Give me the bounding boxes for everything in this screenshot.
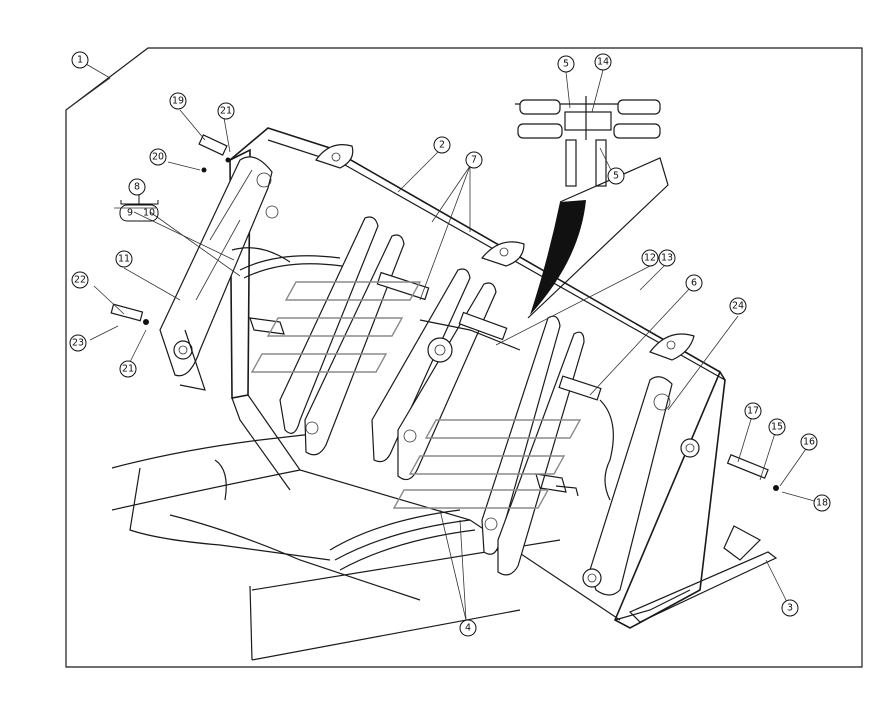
callout-label: 5 [613, 171, 619, 182]
callout-circle [658, 249, 676, 267]
callout-c1: 1 [71, 51, 89, 69]
callout-circle [465, 151, 483, 169]
callout-c8: 8 [128, 178, 146, 196]
callout-c12: 12 [641, 249, 659, 267]
callout-circle [119, 360, 137, 378]
loader-arms [111, 431, 561, 661]
callout-label: 24 [732, 301, 744, 312]
callout-circle [71, 51, 89, 69]
callout-c24: 24 [729, 297, 747, 315]
callout-c10: 10 [143, 208, 155, 219]
callout-label: 16 [803, 437, 815, 448]
callout-circle [459, 619, 477, 637]
left-bracket [159, 156, 291, 391]
callout-circle [433, 136, 451, 154]
callout-label: 4 [465, 623, 471, 634]
callout-label: 21 [122, 364, 134, 375]
group-bracket [120, 195, 159, 205]
callout-c9: 9 [127, 208, 133, 219]
callout-label: 15 [771, 422, 783, 433]
callout-label: 21 [220, 106, 232, 117]
callout-circle [71, 271, 89, 289]
callout-c22: 22 [71, 271, 89, 289]
callout-label: 22 [74, 275, 86, 286]
callout-circle [115, 250, 133, 268]
callout-circle [217, 102, 235, 120]
callout-c16: 16 [800, 433, 818, 451]
callout-c5a: 5 [557, 55, 575, 73]
callout-c18: 18 [813, 494, 831, 512]
callout-label: 6 [691, 278, 697, 289]
callout-label: 14 [597, 57, 609, 68]
tube-3 [628, 525, 778, 623]
callout-c6: 6 [685, 274, 703, 292]
callout-c7: 7 [465, 151, 483, 169]
callout-label: 7 [471, 155, 477, 166]
callout-circle [768, 418, 786, 436]
callout-c5b: 5 [607, 167, 625, 185]
callout-circle [781, 599, 799, 617]
callout-label: 18 [816, 498, 828, 509]
callout-circle [557, 55, 575, 73]
wedge-indicator [530, 200, 586, 315]
callout-label: 3 [787, 603, 793, 614]
bucket-body [229, 127, 726, 629]
callout-pair-box [119, 204, 159, 222]
callout-circle [813, 494, 831, 512]
callout-c15: 15 [768, 418, 786, 436]
callout-c23: 23 [69, 334, 87, 352]
callout-label: 23 [72, 338, 84, 349]
callout-circle [128, 178, 146, 196]
callout-label: 11 [118, 254, 130, 265]
callout-c4: 4 [459, 619, 477, 637]
callout-c21a: 21 [217, 102, 235, 120]
callout-c3: 3 [781, 599, 799, 617]
callout-c17: 17 [744, 402, 762, 420]
callout-circle [169, 92, 187, 110]
callout-circle [69, 334, 87, 352]
callout-c14: 14 [594, 53, 612, 71]
callout-c13: 13 [658, 249, 676, 267]
leader-lines [65, 63, 819, 621]
callout-label: 1 [77, 55, 83, 66]
callout-circle [800, 433, 818, 451]
callout-c2: 2 [433, 136, 451, 154]
detail-inset [515, 96, 661, 187]
callout-circle [594, 53, 612, 71]
hardware [110, 134, 779, 491]
diagram-frame [65, 47, 863, 668]
callout-label: 12 [644, 253, 656, 264]
callout-label: 10 [143, 208, 155, 219]
callout-c20: 20 [149, 148, 167, 166]
callout-circle [744, 402, 762, 420]
right-cylinder [582, 376, 700, 596]
callout-label: 5 [563, 59, 569, 70]
callout-circle [729, 297, 747, 315]
callout-label: 8 [134, 182, 140, 193]
callout-label: 9 [127, 208, 133, 219]
pin-cylinders [376, 271, 602, 401]
watermark [250, 281, 582, 509]
callout-c11: 11 [115, 250, 133, 268]
callout-c21b: 21 [119, 360, 137, 378]
callout-circle [149, 148, 167, 166]
callout-circle [641, 249, 659, 267]
callout-c19: 19 [169, 92, 187, 110]
tine-plates [249, 216, 585, 576]
callout-circle [607, 167, 625, 185]
callout-label: 19 [172, 96, 184, 107]
callout-label: 17 [747, 406, 759, 417]
callout-label: 20 [152, 152, 164, 163]
callout-circle [685, 274, 703, 292]
callout-label: 2 [439, 140, 445, 151]
callout-label: 13 [661, 253, 673, 264]
